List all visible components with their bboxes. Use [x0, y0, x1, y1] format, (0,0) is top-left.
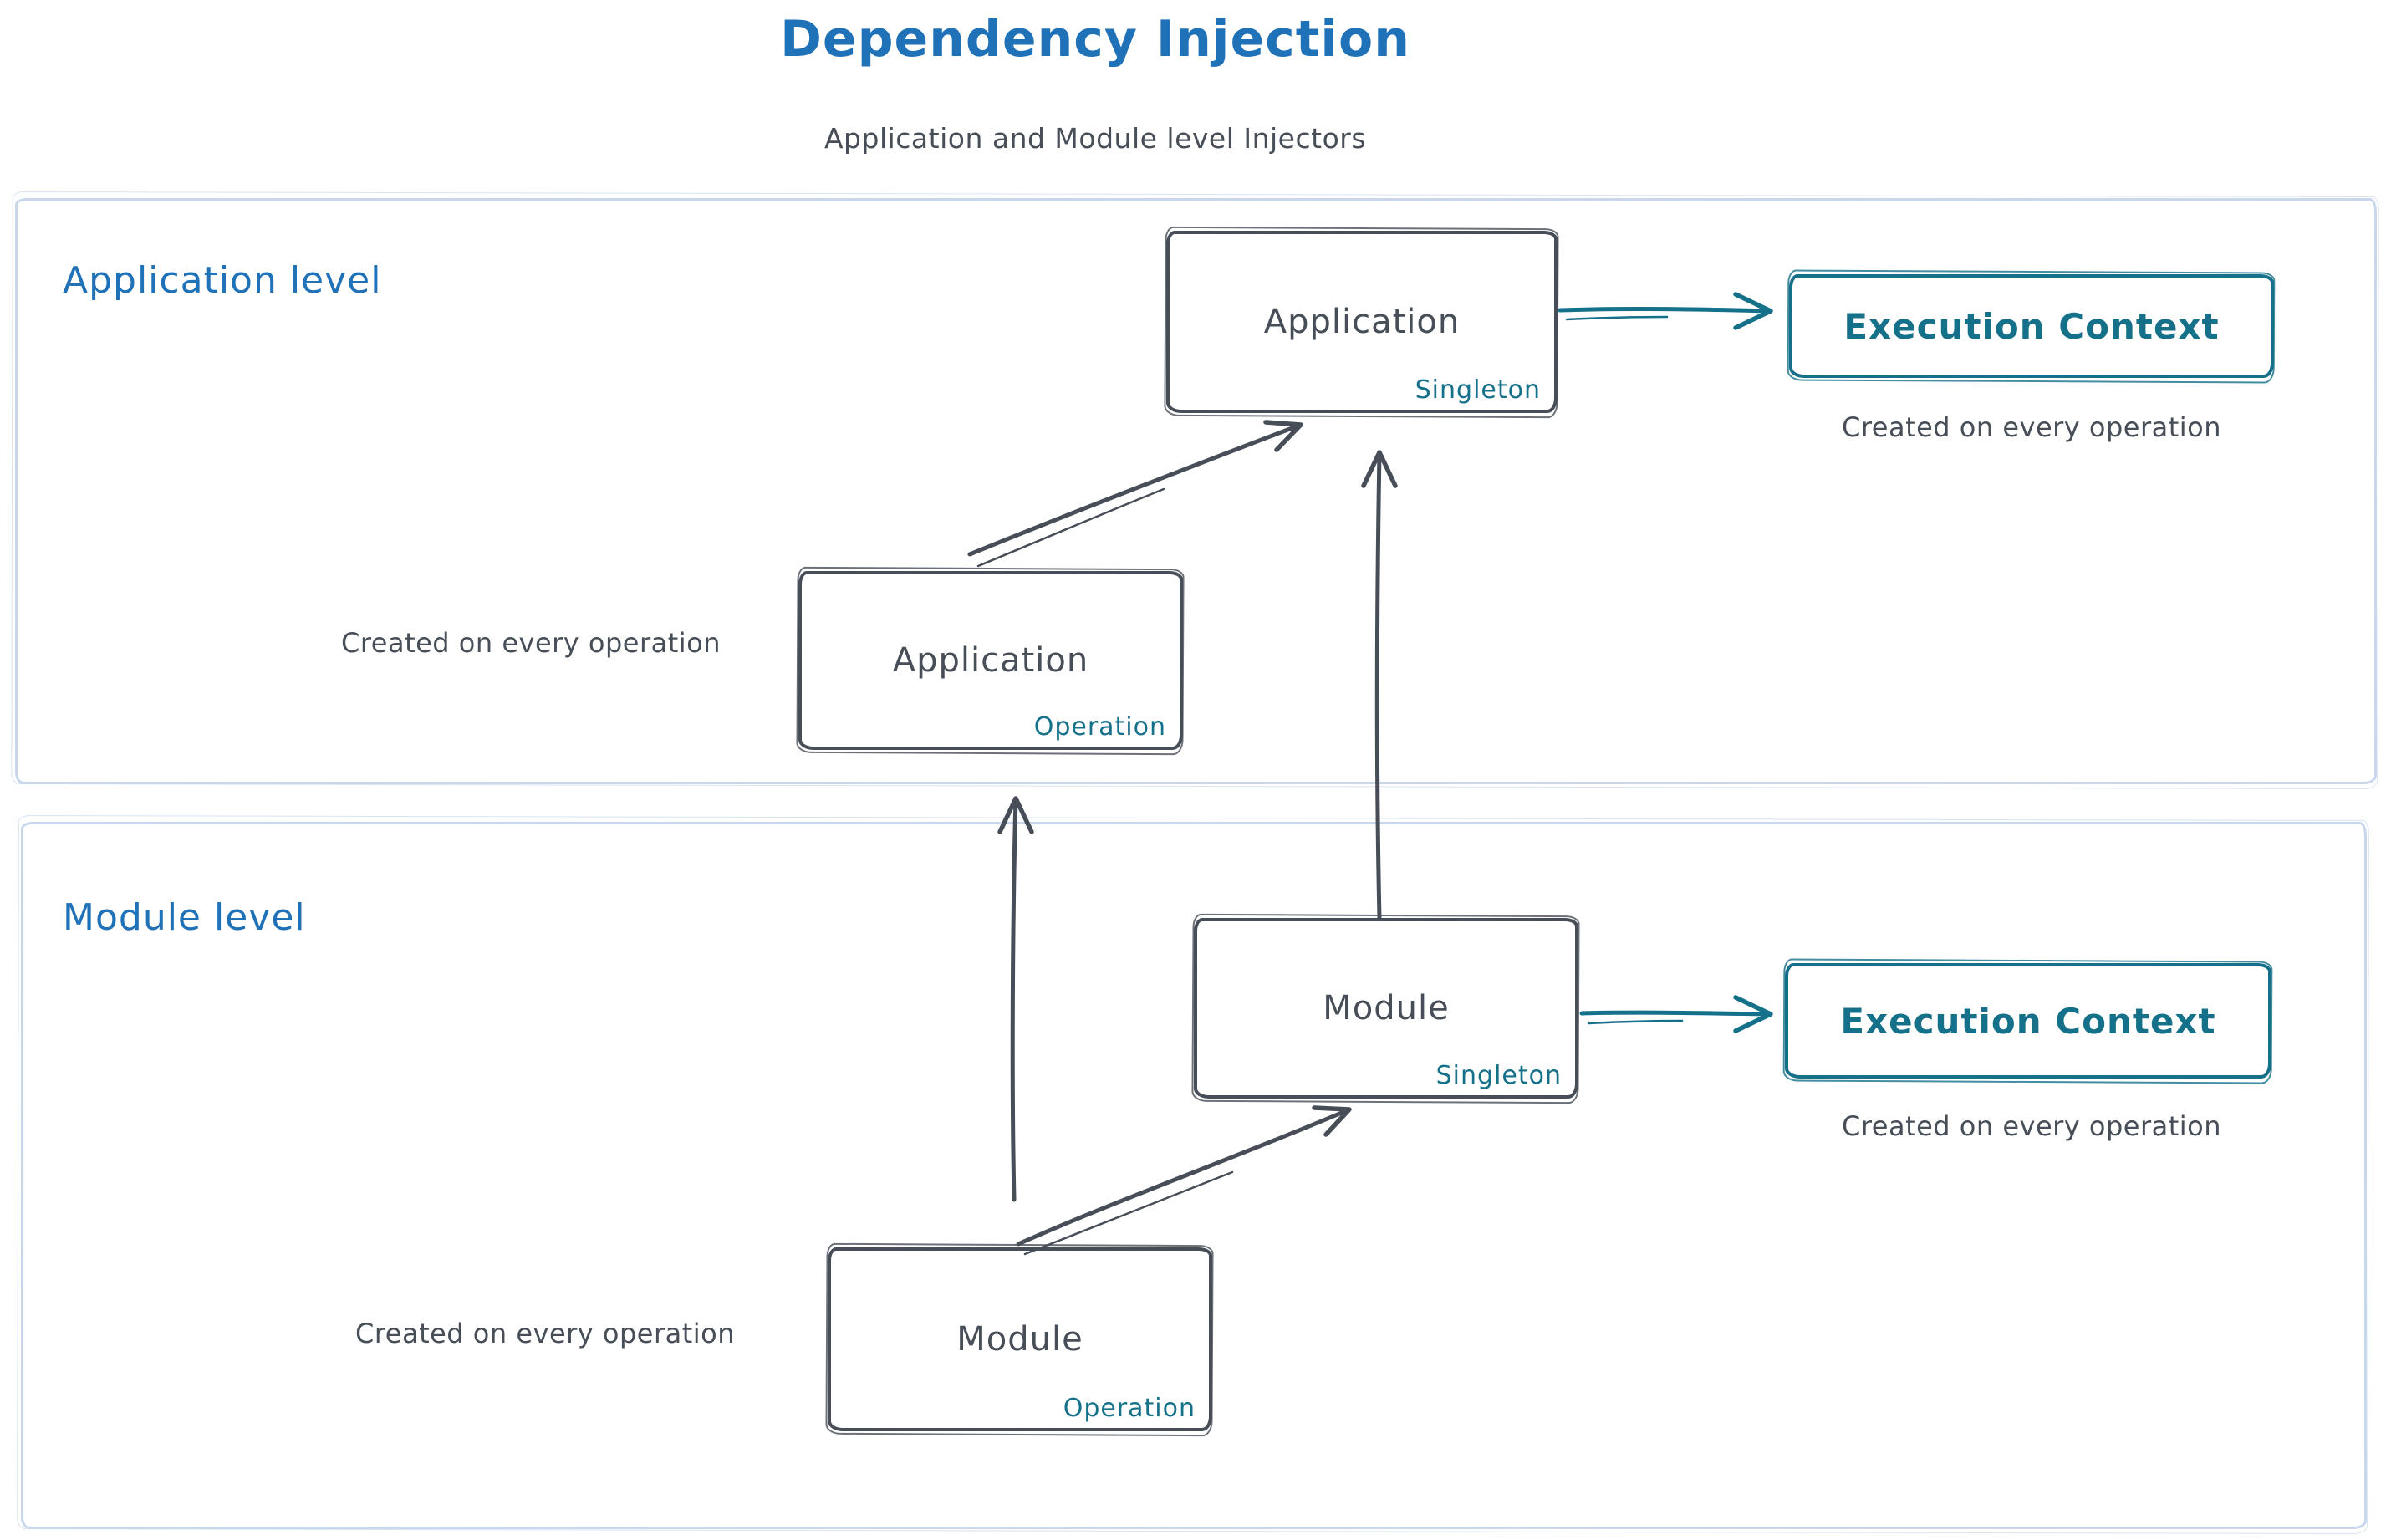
node-application-operation-title: Application — [892, 641, 1089, 680]
node-execution-context-module: Execution Context — [1785, 963, 2271, 1079]
node-application-operation-tag: Operation — [1033, 712, 1166, 742]
node-execution-context-module-title: Execution Context — [1840, 1000, 2216, 1042]
node-application-singleton-tag: Singleton — [1415, 375, 1541, 405]
node-module-singleton: Module Singleton — [1194, 918, 1578, 1099]
node-module-operation: Module Operation — [828, 1247, 1212, 1431]
module-level-label: Module level — [63, 896, 306, 939]
node-application-operation: Application Operation — [798, 571, 1183, 750]
node-module-singleton-title: Module — [1323, 989, 1450, 1028]
node-application-singleton-title: Application — [1263, 303, 1461, 341]
page-title: Dependency Injection — [780, 10, 1410, 69]
node-module-operation-title: Module — [956, 1320, 1083, 1359]
caption-module-operation: Created on every operation — [354, 1318, 736, 1349]
caption-application-execution-context: Created on every operation — [1841, 411, 2222, 443]
caption-module-execution-context: Created on every operation — [1841, 1110, 2222, 1142]
node-module-singleton-tag: Singleton — [1435, 1061, 1562, 1090]
node-execution-context-application: Execution Context — [1789, 274, 2274, 378]
caption-application-operation: Created on every operation — [340, 627, 721, 659]
page-subtitle: Application and Module level Injectors — [823, 122, 1367, 155]
node-execution-context-application-title: Execution Context — [1843, 305, 2220, 347]
node-application-singleton: Application Singleton — [1166, 231, 1558, 413]
application-level-label: Application level — [63, 259, 382, 302]
node-module-operation-tag: Operation — [1063, 1394, 1196, 1423]
